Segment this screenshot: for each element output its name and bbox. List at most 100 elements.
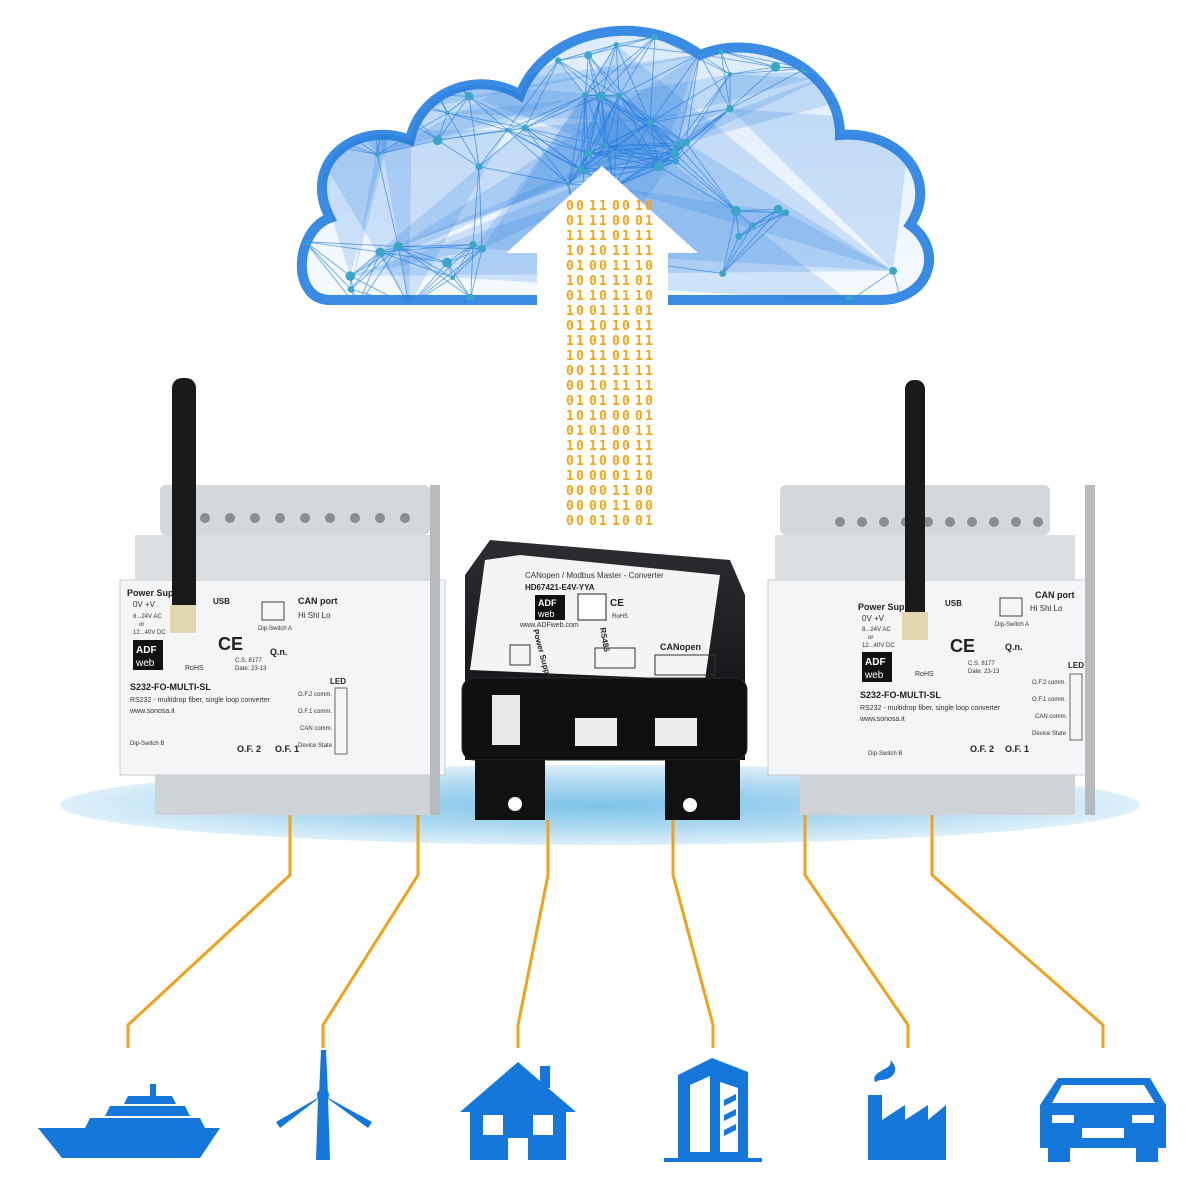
binary-digit: 1	[576, 424, 584, 439]
binary-digit: 1	[612, 319, 620, 334]
binary-digit: 0	[622, 214, 630, 229]
svg-text:RoHS: RoHS	[185, 665, 204, 672]
binary-digit: 1	[576, 259, 584, 274]
svg-text:ADF: ADF	[865, 657, 886, 668]
svg-text:12...40V DC: 12...40V DC	[862, 643, 895, 649]
binary-digit: 1	[612, 289, 620, 304]
svg-text:O.F.1 comm.: O.F.1 comm.	[298, 709, 332, 715]
svg-text:Dip-Switch B: Dip-Switch B	[868, 751, 902, 757]
binary-digit: 1	[566, 244, 574, 259]
svg-text:Dip-Switch B: Dip-Switch B	[130, 741, 164, 747]
left-power-supply-label: Power Supply	[127, 588, 187, 598]
svg-text:Q.n.: Q.n.	[270, 647, 288, 657]
binary-digit: 1	[589, 214, 597, 229]
svg-text:CANopen / Modbus Master - Conv: CANopen / Modbus Master - Converter	[525, 571, 664, 580]
binary-digit: 1	[599, 229, 607, 244]
left-din-rail-device: Power Supply 0V +V 8...24V AC or 12...40…	[119, 378, 446, 815]
binary-digit: 1	[635, 319, 643, 334]
binary-digit: 1	[576, 454, 584, 469]
binary-digit: 1	[599, 394, 607, 409]
binary-digit: 0	[576, 349, 584, 364]
binary-digit: 1	[645, 274, 653, 289]
binary-digit: 0	[576, 304, 584, 319]
binary-digit: 0	[576, 199, 584, 214]
binary-digit: 0	[645, 469, 653, 484]
ship-icon	[38, 1084, 220, 1158]
svg-text:ADF: ADF	[136, 645, 157, 656]
svg-text:S232-FO-MULTI-SL: S232-FO-MULTI-SL	[860, 690, 941, 700]
binary-digit: 1	[645, 244, 653, 259]
svg-text:CAN comm.: CAN comm.	[1035, 714, 1068, 720]
svg-text:RS232 - multidrop fiber, singl: RS232 - multidrop fiber, single loop con…	[130, 697, 271, 704]
left-antenna	[172, 378, 196, 628]
binary-digit: 1	[599, 364, 607, 379]
car-icon	[1040, 1078, 1166, 1162]
binary-digit: 0	[612, 214, 620, 229]
binary-digit: 0	[612, 199, 620, 214]
binary-digit: 0	[576, 244, 584, 259]
binary-digit: 1	[645, 514, 653, 529]
svg-text:12...40V DC: 12...40V DC	[133, 630, 166, 636]
svg-text:or: or	[868, 635, 873, 641]
binary-digit: 1	[622, 499, 630, 514]
svg-text:web: web	[864, 670, 884, 681]
binary-digit: 1	[612, 499, 620, 514]
binary-digit: 1	[576, 334, 584, 349]
binary-digit: 0	[566, 364, 574, 379]
binary-digit: 1	[635, 469, 643, 484]
binary-digit: 1	[622, 469, 630, 484]
binary-digit: 1	[599, 514, 607, 529]
binary-digit: 1	[589, 244, 597, 259]
svg-text:S232-FO-MULTI-SL: S232-FO-MULTI-SL	[130, 682, 211, 692]
svg-text:USB: USB	[945, 599, 962, 608]
wire-turbine	[321, 815, 420, 1048]
qr-code	[577, 593, 607, 621]
binary-digit: 0	[589, 484, 597, 499]
binary-digit: 0	[612, 349, 620, 364]
binary-digit: 1	[645, 349, 653, 364]
svg-text:O.F.2 comm.: O.F.2 comm.	[1032, 680, 1066, 686]
binary-digit: 1	[612, 484, 620, 499]
svg-text:O.F. 2: O.F. 2	[237, 744, 261, 754]
binary-digit: 1	[576, 214, 584, 229]
svg-text:web: web	[537, 609, 555, 619]
svg-text:C.S. 8177: C.S. 8177	[968, 661, 995, 667]
binary-digit: 1	[635, 349, 643, 364]
binary-digit: 1	[566, 439, 574, 454]
binary-digit: 0	[645, 259, 653, 274]
binary-digit: 1	[612, 259, 620, 274]
binary-digit: 1	[622, 229, 630, 244]
binary-digit: 1	[622, 304, 630, 319]
factory-icon	[868, 1060, 946, 1160]
binary-digit: 1	[635, 229, 643, 244]
binary-digit: 0	[566, 514, 574, 529]
binary-digit: 0	[622, 199, 630, 214]
binary-digit: 0	[635, 304, 643, 319]
binary-digit: 1	[645, 214, 653, 229]
binary-digit: 0	[622, 424, 630, 439]
binary-digit: 0	[566, 499, 574, 514]
binary-digit: 0	[589, 304, 597, 319]
binary-digit: 1	[599, 334, 607, 349]
binary-digit: 0	[589, 334, 597, 349]
binary-digit: 0	[622, 454, 630, 469]
binary-digit: 1	[645, 439, 653, 454]
binary-digit: 0	[599, 244, 607, 259]
binary-digit: 1	[612, 364, 620, 379]
binary-digit: 1	[589, 199, 597, 214]
binary-digit: 1	[566, 334, 574, 349]
binary-digit: 1	[599, 199, 607, 214]
upload-arrow	[506, 165, 698, 543]
binary-digit: 1	[622, 379, 630, 394]
svg-text:Power Supply: Power Supply	[858, 602, 918, 612]
svg-text:Dip-Switch A: Dip-Switch A	[995, 622, 1029, 628]
binary-digit: 0	[645, 394, 653, 409]
svg-text:Hi Shl Lo: Hi Shl Lo	[1030, 604, 1063, 613]
svg-text:CE: CE	[218, 634, 243, 654]
svg-text:Hi Shl Lo: Hi Shl Lo	[298, 611, 331, 620]
binary-digit: 1	[576, 394, 584, 409]
building-icon	[664, 1058, 762, 1162]
binary-digit: 0	[645, 199, 653, 214]
binary-digit: 1	[635, 454, 643, 469]
